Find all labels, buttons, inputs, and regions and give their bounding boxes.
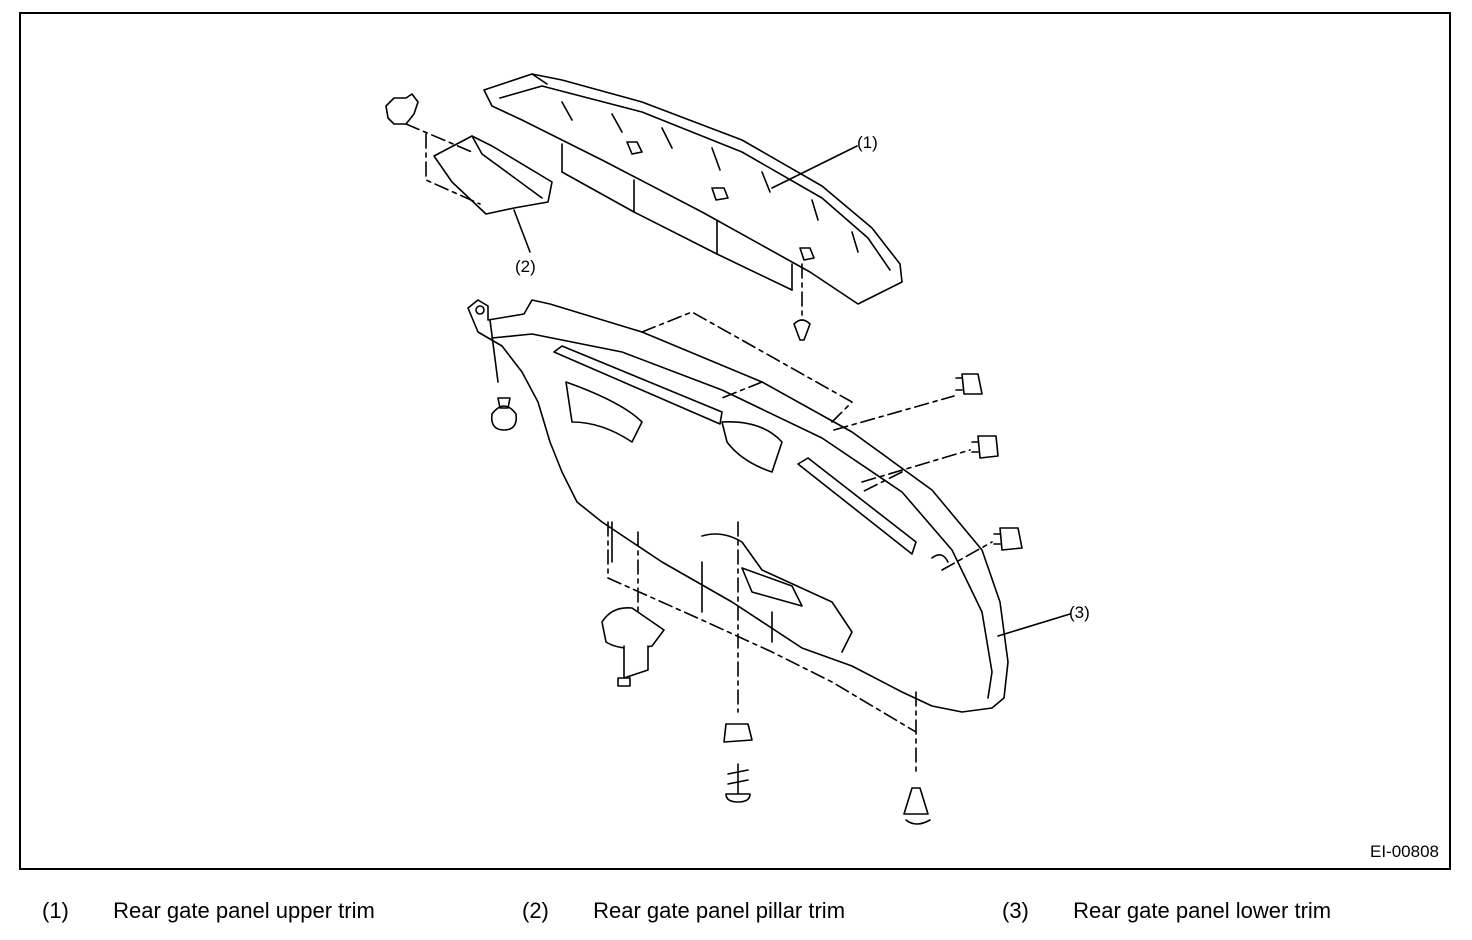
legend-item-lower-trim: (3) Rear gate panel lower trim (1002, 898, 1331, 924)
fastener-clips (489, 319, 1023, 825)
legend-label: Rear gate panel lower trim (1073, 898, 1332, 923)
lower-trim-part (467, 299, 1009, 773)
legend-number: (1) (42, 898, 69, 923)
pillar-trim-part (385, 93, 553, 253)
legend-item-upper-trim: (1) Rear gate panel upper trim (42, 898, 375, 924)
callout-1: (1) (857, 133, 878, 152)
legend-item-pillar-trim: (2) Rear gate panel pillar trim (522, 898, 845, 924)
legend-label: Rear gate panel upper trim (113, 898, 375, 923)
legend-number: (2) (522, 898, 549, 923)
upper-trim-part (483, 73, 903, 341)
legend-label: Rear gate panel pillar trim (593, 898, 846, 923)
exploded-view-drawing (385, 73, 1071, 825)
parts-legend: (1) Rear gate panel upper trim (2) Rear … (0, 898, 1472, 928)
diagram-frame: (1) (2) (3) EI-00808 (19, 12, 1451, 870)
legend-number: (3) (1002, 898, 1029, 923)
callout-3: (3) (1069, 603, 1090, 622)
callout-2: (2) (515, 257, 536, 276)
leader-lines (771, 145, 1071, 637)
figure-id: EI-00808 (1370, 842, 1439, 861)
